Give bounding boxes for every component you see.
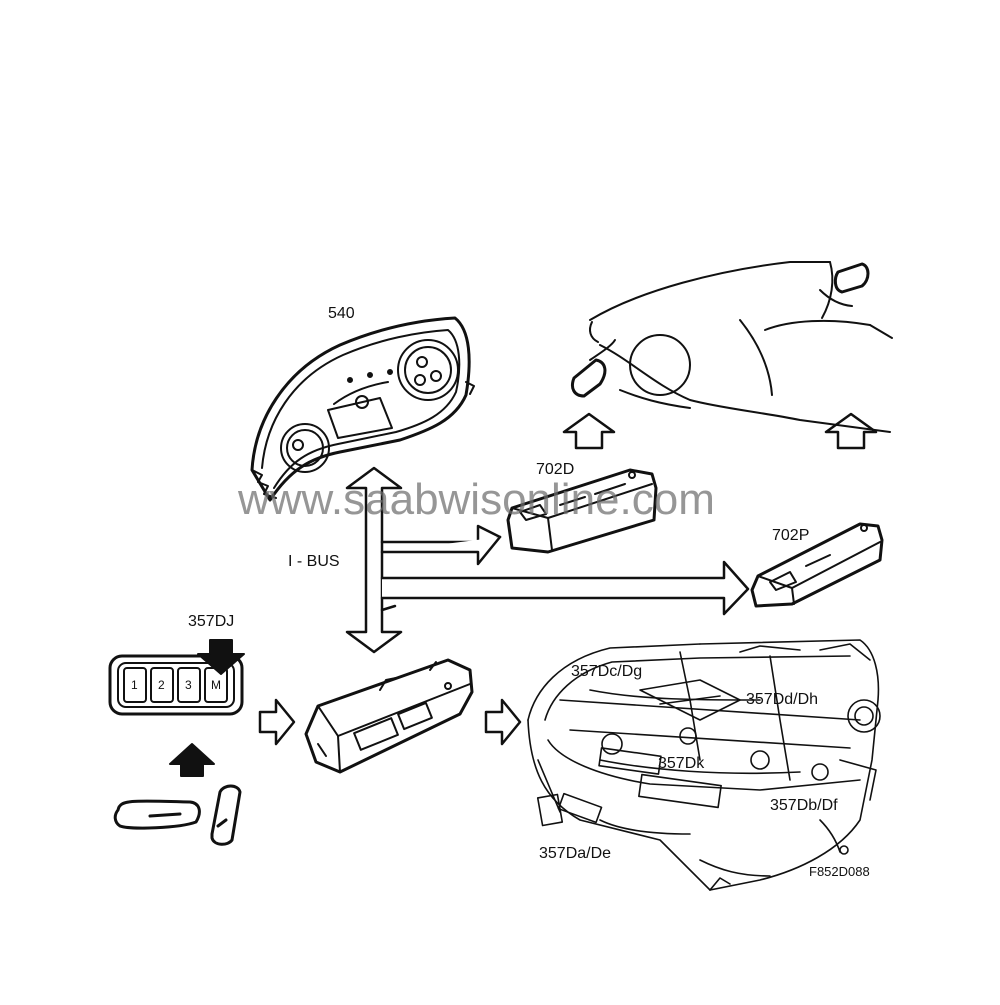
label-seat-motor-height-rear: 357Dd/Dh [746,692,818,708]
up-arrow-icon [826,414,876,448]
keypad-button-2-label: 2 [158,679,165,691]
keypad-button-3-label: 3 [185,679,192,691]
seat-control-module-drawing [306,660,472,772]
car-interior-drawing [572,262,892,432]
up-arrow-icon [170,744,214,776]
label-memory-keypad: 357DJ [188,614,234,630]
keypad-button-m-label: M [211,679,221,691]
seat-switches-drawing [115,786,240,844]
right-arrow-icon [486,700,520,744]
instrument-cluster-drawing [252,318,474,500]
label-i-bus: I - BUS [288,554,340,570]
label-seat-motor-length: 357Da/De [539,846,611,862]
label-seat-motor-height-front: 357Db/Df [770,798,838,814]
label-seat-motor-k: 357Dk [658,756,704,772]
watermark-text: www.saabwisonline.com [238,478,715,522]
label-passenger-door-module: 702P [772,528,809,544]
right-arrow-icon [260,700,294,744]
label-figure-id: F852D088 [809,865,870,878]
label-seat-motor-backrest: 357Dc/Dg [571,664,642,680]
up-arrow-icon [564,414,614,448]
label-instrument-cluster: 540 [328,306,355,322]
keypad-button-1-label: 1 [131,679,138,691]
